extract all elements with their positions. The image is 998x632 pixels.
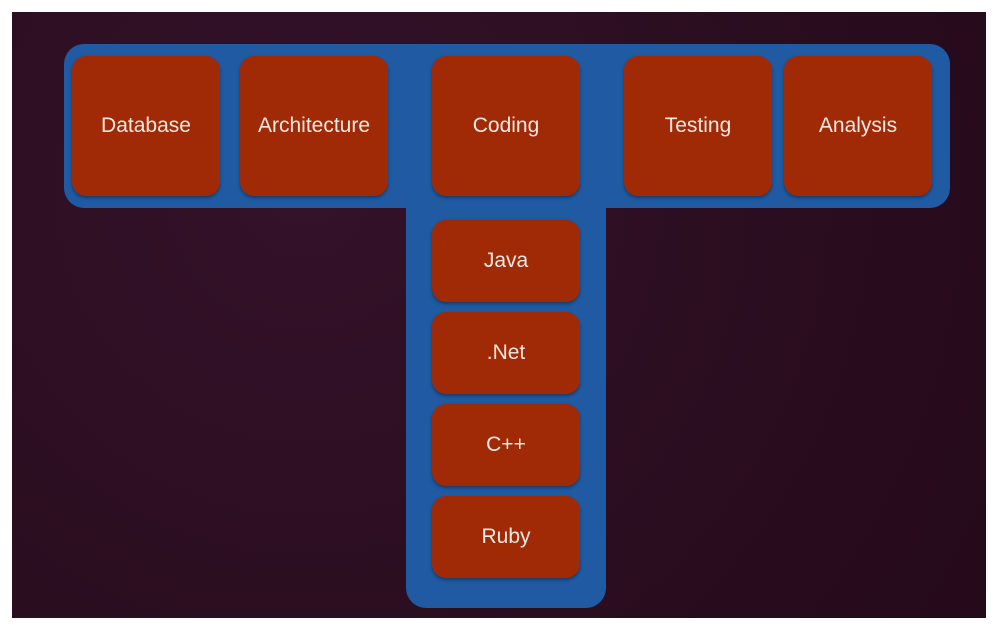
skill-box-java: Java <box>432 220 580 302</box>
skill-label-testing: Testing <box>664 114 732 137</box>
skill-box-analysis: Analysis <box>784 56 932 196</box>
skill-label-coding: Coding <box>472 114 540 137</box>
skill-label-database: Database <box>101 114 191 137</box>
skill-label-ruby: Ruby <box>481 525 531 548</box>
skill-label-architecture: Architecture <box>257 114 371 137</box>
slide-canvas: Database Architecture Coding Testing Ana… <box>12 12 986 618</box>
skill-box-architecture: Architecture <box>240 56 388 196</box>
skill-label-net: .Net <box>486 341 526 364</box>
skill-label-cpp: C++ <box>486 433 526 456</box>
skill-box-coding: Coding <box>432 56 580 196</box>
skill-box-database: Database <box>72 56 220 196</box>
skill-box-testing: Testing <box>624 56 772 196</box>
skill-label-java: Java <box>483 249 529 272</box>
skill-box-net: .Net <box>432 312 580 394</box>
skill-label-analysis: Analysis <box>818 114 898 137</box>
skill-box-cpp: C++ <box>432 404 580 486</box>
skill-box-ruby: Ruby <box>432 496 580 578</box>
